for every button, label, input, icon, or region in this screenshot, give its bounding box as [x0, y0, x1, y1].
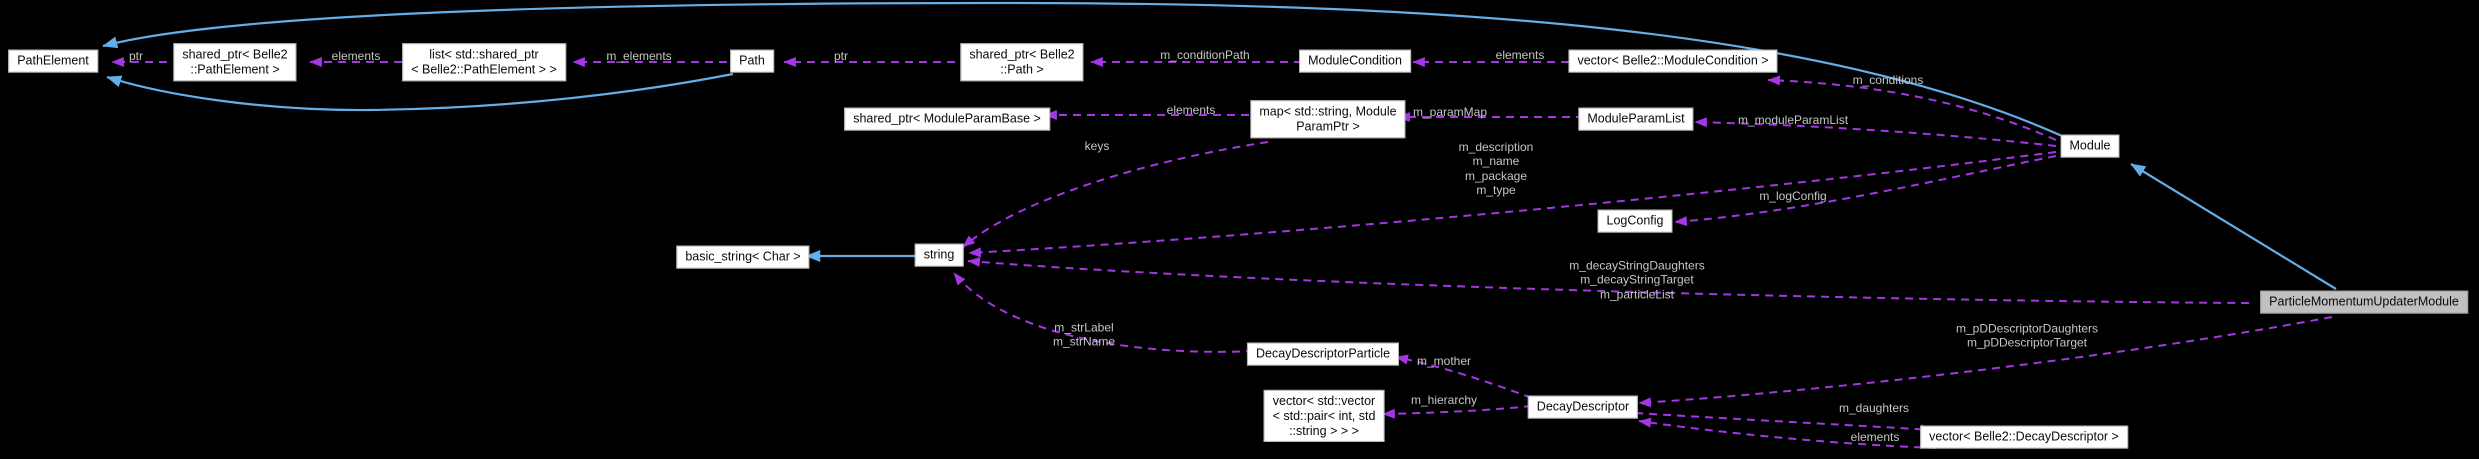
node-vector-pair-int-string[interactable]: vector< std::vector < std::pair< int, st…	[1263, 389, 1385, 443]
node-list-shared-ptr-path-element[interactable]: list< std::shared_ptr < Belle2::PathElem…	[402, 43, 566, 81]
edge-label-m-condition-path: m_conditionPath	[1160, 47, 1250, 62]
node-path-element[interactable]: PathElement	[8, 49, 98, 73]
edge-label-elements-path-element: elements	[331, 48, 381, 63]
edge-label-elements-module-param: elements	[1166, 102, 1216, 117]
edge-module-to-mpl-m-module-param-list	[1694, 117, 2057, 147]
edge-map-to-string-keys	[962, 141, 1269, 248]
node-path[interactable]: Path	[730, 49, 774, 73]
edge-module-inherits-path-element	[102, 1, 2063, 138]
edge-label-ptr-path: ptr	[833, 48, 849, 63]
edge-module-to-log-config	[1674, 155, 2057, 227]
edge-label-pdd-members: m_pDDescriptorDaughters m_pDDescriptorTa…	[1955, 321, 2099, 350]
edge-label-m-module-param-list: m_moduleParamList	[1737, 112, 1849, 127]
edge-label-module-string-members: m_description m_name m_package m_type	[1458, 140, 1534, 198]
edge-module-to-string-members	[968, 151, 2057, 258]
edge-label-m-hierarchy: m_hierarchy	[1410, 392, 1478, 407]
edge-label-m-conditions: m_conditions	[1852, 72, 1924, 87]
edge-path-inherits-path-element	[106, 72, 734, 112]
node-module-param-list[interactable]: ModuleParamList	[1578, 107, 1694, 131]
node-module-condition[interactable]: ModuleCondition	[1299, 49, 1411, 73]
node-module[interactable]: Module	[2060, 134, 2120, 158]
node-decay-descriptor-particle[interactable]: DecayDescriptorParticle	[1246, 342, 1400, 366]
node-decay-descriptor[interactable]: DecayDescriptor	[1527, 395, 1639, 419]
edge-label-str-members: m_strLabel m_strName	[1052, 320, 1116, 349]
edge-label-ptr-path-element: ptr	[128, 48, 144, 63]
edge-dd-to-ddp-m-mother	[1395, 354, 1533, 399]
node-shared-ptr-path[interactable]: shared_ptr< Belle2 ::Path >	[960, 43, 1084, 81]
edge-label-m-mother: m_mother	[1416, 353, 1472, 368]
node-vector-module-condition[interactable]: vector< Belle2::ModuleCondition >	[1568, 49, 1778, 73]
edge-label-m-param-map: m_paramMap	[1412, 104, 1488, 119]
edge-label-m-daughters: m_daughters	[1838, 400, 1910, 415]
edge-module-to-vector-mc-m-conditions	[1767, 75, 2057, 141]
node-shared-ptr-module-param-base[interactable]: shared_ptr< ModuleParamBase >	[844, 107, 1050, 131]
edge-ddp-to-string-str-members	[953, 272, 1255, 353]
node-string[interactable]: string	[914, 243, 964, 267]
edge-label-keys: keys	[1084, 138, 1110, 153]
edge-label-elements-decay-descriptor: elements	[1850, 429, 1900, 444]
edge-dd-to-vector-dd-m-daughters	[1634, 412, 1934, 435]
node-map-string-module-param-ptr[interactable]: map< std::string, Module ParamPtr >	[1250, 100, 1406, 138]
edge-pmum-to-string-decay-strings	[967, 256, 2250, 304]
node-particle-momentum-updater-module: ParticleMomentumUpdaterModule	[2260, 290, 2468, 314]
edge-label-elements-module-condition: elements	[1495, 47, 1545, 62]
edge-pmum-inherits-module	[2130, 163, 2337, 290]
node-basic-string-char[interactable]: basic_string< Char >	[676, 245, 810, 269]
node-log-config[interactable]: LogConfig	[1597, 209, 1673, 233]
edge-dd-to-vector-pair-m-hierarchy	[1382, 405, 1533, 419]
edge-label-m-log-config: m_logConfig	[1759, 188, 1827, 203]
edge-label-m-elements: m_elements	[606, 48, 672, 63]
node-vector-decay-descriptor[interactable]: vector< Belle2::DecayDescriptor >	[1920, 425, 2128, 449]
edge-label-decay-string-members: m_decayStringDaughters m_decayStringTarg…	[1569, 258, 1705, 302]
edge-vector-dd-to-dd-elements	[1638, 417, 1937, 449]
edge-pmum-to-dd-pdd-members	[1638, 316, 2333, 408]
node-shared-ptr-path-element[interactable]: shared_ptr< Belle2 ::PathElement >	[173, 43, 297, 81]
